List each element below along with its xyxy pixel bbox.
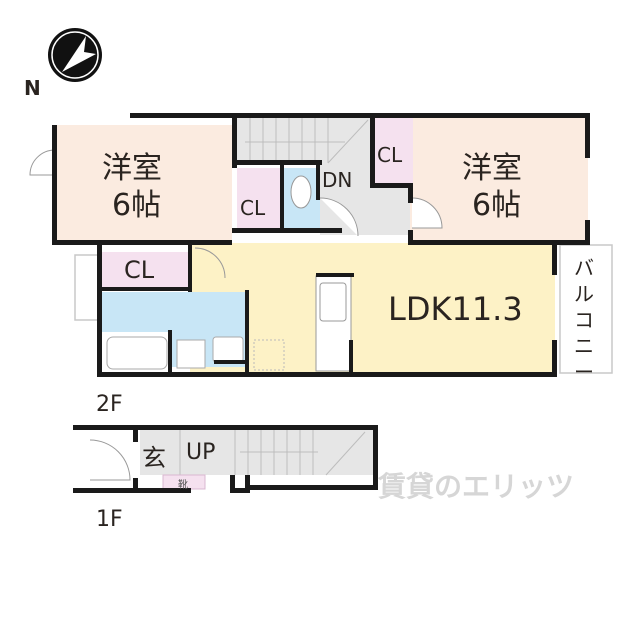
room-western-right-size: 6帖: [472, 188, 522, 223]
stairs-down-label: DN: [322, 168, 353, 192]
compass-north-label: N: [24, 76, 41, 100]
floor-2f-label: 2F: [96, 392, 123, 417]
compass-icon: [48, 28, 102, 82]
stairs-up-label: UP: [186, 440, 216, 465]
floor-1f-label: 1F: [96, 507, 123, 532]
room-western-left-size: 6帖: [112, 188, 162, 223]
room-western-left-name: 洋室: [102, 151, 162, 186]
room-western-right-name: 洋室: [462, 151, 522, 186]
entrance-label: 玄: [142, 444, 166, 472]
watermark-text: 賃貸のエリッツ: [378, 470, 575, 503]
closet-left-mid-label: CL: [240, 196, 266, 220]
shoe-box-label: 靴: [178, 480, 188, 491]
closet-top-right-label: CL: [377, 143, 403, 167]
balcony-label: バルコニー: [574, 256, 594, 384]
room-ldk-label: LDK11.3: [388, 290, 523, 328]
closet-lower-left-label: CL: [124, 256, 155, 284]
